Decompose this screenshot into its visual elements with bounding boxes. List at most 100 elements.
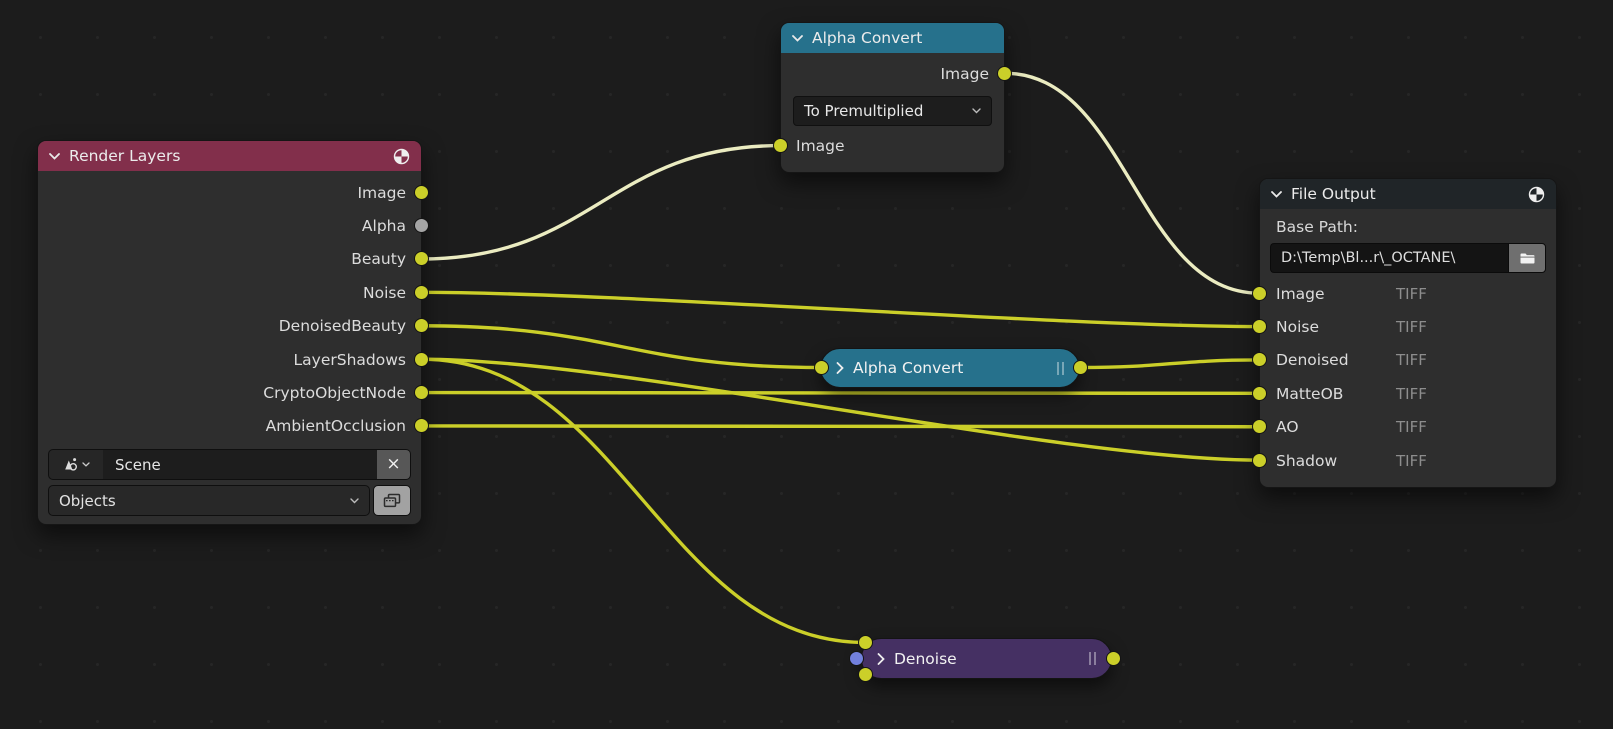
output-socket-beauty[interactable] bbox=[414, 251, 429, 267]
output-socket-ambientocclusion[interactable] bbox=[414, 418, 429, 434]
collapsed-sockets-icon[interactable] bbox=[1089, 652, 1096, 665]
node-link-wire[interactable] bbox=[1002, 71, 1262, 295]
output-socket-image[interactable] bbox=[414, 184, 429, 200]
material-preview-sphere-icon[interactable] bbox=[393, 148, 410, 165]
material-preview-sphere-icon[interactable] bbox=[1528, 186, 1545, 203]
scene-icon bbox=[65, 458, 78, 471]
chevron-down-icon[interactable] bbox=[49, 152, 60, 160]
browse-folder-button[interactable] bbox=[1508, 243, 1546, 273]
scene-browse-button[interactable] bbox=[48, 449, 103, 481]
output-socket-cryptoobjectnode[interactable] bbox=[414, 385, 429, 401]
output-socket-layershadows[interactable] bbox=[414, 351, 429, 367]
input-label: Denoised bbox=[1276, 351, 1349, 370]
input-socket[interactable] bbox=[814, 360, 829, 375]
output-socket-alpha[interactable] bbox=[414, 218, 429, 234]
output-label: Noise bbox=[363, 283, 406, 302]
input-label: Noise bbox=[1276, 318, 1319, 337]
file-output-node[interactable]: File Output Base Path: D:\Temp\Bl...r\_O… bbox=[1252, 178, 1557, 489]
view-layer-stack-icon bbox=[383, 493, 401, 508]
output-row: DenoisedBeauty bbox=[38, 310, 429, 343]
output-socket-image[interactable] bbox=[997, 65, 1012, 81]
format-badge: TIFF bbox=[1396, 384, 1427, 403]
node-link-wire[interactable] bbox=[419, 357, 868, 645]
input-socket-noise[interactable] bbox=[1252, 319, 1267, 335]
chevron-down-icon[interactable] bbox=[792, 34, 803, 42]
input-label: AO bbox=[1276, 418, 1299, 437]
input-socket-image[interactable] bbox=[1252, 285, 1267, 301]
input-row: Image TIFF bbox=[1252, 277, 1556, 310]
output-row: Alpha bbox=[38, 209, 429, 242]
input-label: Image bbox=[1276, 284, 1325, 303]
alpha-convert-node[interactable]: Alpha Convert Image To Premultiplied Ima… bbox=[773, 22, 1012, 173]
node-link-wire[interactable] bbox=[419, 324, 824, 370]
input-socket-image[interactable] bbox=[773, 138, 788, 154]
chevron-right-icon[interactable] bbox=[877, 652, 885, 665]
base-path-field[interactable]: D:\Temp\Bl...r\_OCTANE\ bbox=[1270, 243, 1508, 273]
input-socket-albedo[interactable] bbox=[858, 667, 873, 682]
collapsed-sockets-icon[interactable] bbox=[1057, 361, 1064, 375]
scene-name-field[interactable]: Scene bbox=[103, 449, 377, 481]
node-title: Denoise bbox=[894, 649, 957, 668]
output-socket[interactable] bbox=[1073, 360, 1088, 375]
alpha-mapping-dropdown[interactable]: To Premultiplied bbox=[793, 96, 992, 127]
input-label: MatteOB bbox=[1276, 384, 1344, 403]
input-socket-shadow[interactable] bbox=[1252, 452, 1267, 468]
output-row: Image bbox=[38, 176, 429, 209]
chevron-down-icon[interactable] bbox=[1271, 190, 1282, 198]
node-link-wire[interactable] bbox=[419, 424, 1262, 429]
base-path-widget: D:\Temp\Bl...r\_OCTANE\ bbox=[1270, 243, 1546, 273]
input-socket-normal[interactable] bbox=[849, 650, 864, 666]
view-layer-value: Objects bbox=[59, 491, 116, 510]
render-view-layer-button[interactable] bbox=[373, 485, 411, 517]
scene-name-value: Scene bbox=[115, 455, 161, 474]
node-title: Render Layers bbox=[69, 147, 181, 165]
output-socket-noise[interactable] bbox=[414, 284, 429, 300]
output-row: Image bbox=[781, 57, 1012, 90]
chevron-down-icon bbox=[972, 108, 981, 114]
format-badge: TIFF bbox=[1396, 284, 1427, 303]
output-label: LayerShadows bbox=[293, 350, 406, 369]
scene-selector: Scene × bbox=[48, 449, 411, 481]
node-title: Alpha Convert bbox=[853, 359, 964, 377]
input-socket-matteob[interactable] bbox=[1252, 385, 1267, 401]
input-socket-denoised[interactable] bbox=[1252, 352, 1267, 368]
output-row: Beauty bbox=[38, 243, 429, 276]
input-row: MatteOB TIFF bbox=[1252, 377, 1556, 410]
output-socket-image[interactable] bbox=[1106, 650, 1121, 666]
output-row: AmbientOcclusion bbox=[38, 410, 429, 443]
output-label: Alpha bbox=[361, 217, 406, 236]
node-title: Alpha Convert bbox=[812, 29, 923, 47]
node-link-wire[interactable] bbox=[419, 290, 1262, 329]
view-layer-selector: Objects bbox=[48, 485, 411, 517]
folder-icon bbox=[1520, 253, 1534, 264]
alpha-convert-header[interactable]: Alpha Convert bbox=[781, 23, 1004, 53]
format-badge: TIFF bbox=[1396, 318, 1427, 337]
chevron-down-icon bbox=[82, 462, 90, 467]
alpha-convert-collapsed-node[interactable]: Alpha Convert bbox=[814, 348, 1088, 388]
render-layers-header[interactable]: Render Layers bbox=[38, 141, 421, 171]
output-label: Beauty bbox=[351, 250, 406, 269]
chevron-right-icon[interactable] bbox=[836, 362, 844, 374]
node-link-wire[interactable] bbox=[419, 390, 1262, 396]
alpha-mapping-value: To Premultiplied bbox=[804, 102, 924, 121]
render-layers-node[interactable]: Render Layers Image Alpha Beauty Noise D… bbox=[37, 140, 429, 526]
clear-scene-button[interactable]: × bbox=[377, 449, 411, 481]
node-link-wire[interactable] bbox=[419, 143, 783, 261]
input-socket-ao[interactable] bbox=[1252, 419, 1267, 435]
file-output-header[interactable]: File Output bbox=[1260, 179, 1556, 209]
output-socket-denoisedbeauty[interactable] bbox=[414, 318, 429, 334]
output-label: AmbientOcclusion bbox=[265, 417, 406, 436]
output-row: LayerShadows bbox=[38, 343, 429, 376]
chevron-down-icon bbox=[350, 497, 359, 504]
denoise-collapsed-node[interactable]: Denoise bbox=[849, 635, 1121, 682]
output-row: Noise bbox=[38, 276, 429, 309]
output-label: Image bbox=[940, 64, 989, 83]
view-layer-dropdown[interactable]: Objects bbox=[48, 485, 370, 517]
input-socket-image[interactable] bbox=[858, 635, 873, 650]
base-path-value: D:\Temp\Bl...r\_OCTANE\ bbox=[1281, 250, 1456, 266]
node-link-wire[interactable] bbox=[1078, 358, 1262, 370]
